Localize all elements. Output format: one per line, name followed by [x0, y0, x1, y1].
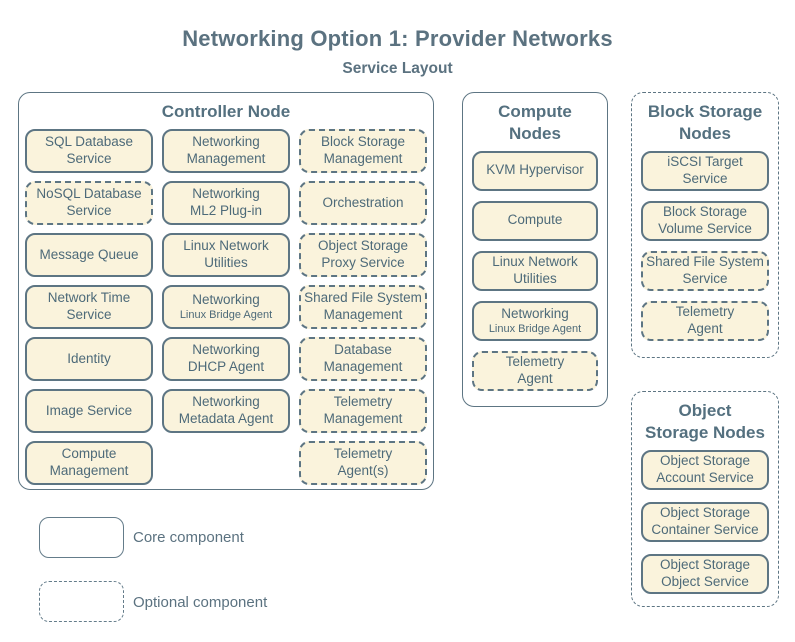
svc-object-storage-account: Object Storage Account Service — [641, 449, 769, 490]
svc-networking-ml2-plugin: Networking ML2 Plug-in — [162, 180, 290, 225]
block-storage-services-stack: iSCSI Target Service Block Storage Volum… — [632, 145, 778, 341]
service-label: Message Queue — [39, 246, 139, 262]
service-label: Telemetry Agent — [675, 304, 735, 336]
legend-core-label: Core component — [133, 529, 244, 546]
svc-nosql-database: NoSQL Database Service — [25, 180, 153, 225]
controller-column-1: SQL Database Service NoSQL Database Serv… — [25, 128, 153, 485]
svc-compute: Compute — [472, 200, 598, 241]
controller-services-grid: SQL Database Service NoSQL Database Serv… — [19, 123, 433, 485]
svc-telemetry-agent-block: Telemetry Agent — [641, 300, 769, 341]
service-label: Networking ML2 Plug-in — [189, 186, 263, 218]
service-label: Object Storage Container Service — [651, 505, 759, 537]
service-label: Telemetry Management — [323, 394, 403, 426]
service-label: Object Storage Proxy Service — [317, 238, 409, 270]
service-label: KVM Hypervisor — [486, 162, 584, 178]
service-label: Telemetry Agent — [505, 354, 565, 386]
svc-database-management: Database Management — [299, 336, 427, 381]
compute-services-stack: KVM Hypervisor Compute Linux Network Uti… — [463, 145, 607, 391]
svc-object-storage-object: Object Storage Object Service — [641, 553, 769, 594]
service-label: Networking Management — [186, 134, 266, 166]
svc-message-queue: Message Queue — [25, 232, 153, 277]
service-label: Linux Network Utilities — [183, 238, 269, 270]
svc-object-storage-container: Object Storage Container Service — [641, 501, 769, 542]
block-storage-nodes-container: Block Storage Nodes iSCSI Target Service… — [631, 92, 779, 358]
service-label: Telemetry Agent(s) — [333, 446, 393, 478]
svc-networking-linux-bridge-agent-compute: Networking Linux Bridge Agent — [472, 300, 598, 341]
service-label: Network Time Service — [47, 290, 131, 322]
object-storage-nodes-heading: Object Storage Nodes — [645, 401, 765, 442]
block-storage-nodes-heading: Block Storage Nodes — [647, 102, 763, 143]
service-label: iSCSI Target Service — [667, 154, 743, 186]
service-label: Object Storage Object Service — [659, 557, 751, 589]
svc-image-service: Image Service — [25, 388, 153, 433]
service-label: Shared File System Service — [646, 254, 764, 286]
svc-network-time: Network Time Service — [25, 284, 153, 329]
service-label: SQL Database Service — [44, 134, 134, 166]
svc-networking-metadata-agent: Networking Metadata Agent — [162, 388, 290, 433]
svc-block-storage-management: Block Storage Management — [299, 128, 427, 173]
svc-iscsi-target: iSCSI Target Service — [641, 150, 769, 191]
controller-node-heading: Controller Node — [161, 102, 291, 121]
service-label: Linux Network Utilities — [492, 254, 578, 286]
svc-sql-database: SQL Database Service — [25, 128, 153, 173]
svc-telemetry-agent-compute: Telemetry Agent — [472, 350, 598, 391]
service-label: Compute Management — [49, 446, 129, 478]
object-storage-services-stack: Object Storage Account Service Object St… — [632, 444, 778, 594]
service-label: Identity — [67, 350, 111, 366]
service-sublabel: Linux Bridge Agent — [179, 309, 273, 322]
legend-core-swatch — [39, 517, 124, 558]
service-label: NoSQL Database Service — [36, 186, 142, 218]
svc-block-storage-volume: Block Storage Volume Service — [641, 200, 769, 241]
legend-optional-label: Optional component — [133, 594, 268, 611]
controller-column-3: Block Storage Management Orchestration O… — [299, 128, 427, 485]
service-label: Object Storage Account Service — [656, 453, 754, 485]
svc-object-storage-proxy: Object Storage Proxy Service — [299, 232, 427, 277]
service-label: Networking — [192, 291, 260, 307]
diagram-title: Networking Option 1: Provider Networks — [182, 26, 613, 51]
svc-telemetry-management: Telemetry Management — [299, 388, 427, 433]
compute-nodes-container: Compute Nodes KVM Hypervisor Compute Lin… — [462, 92, 608, 407]
service-label: Compute — [507, 212, 563, 228]
object-storage-nodes-container: Object Storage Nodes Object Storage Acco… — [631, 391, 779, 607]
service-label: Database Management — [323, 342, 403, 374]
controller-column-2: Networking Management Networking ML2 Plu… — [162, 128, 290, 485]
svc-orchestration: Orchestration — [299, 180, 427, 225]
service-label: Shared File System Management — [304, 290, 422, 322]
svc-kvm-hypervisor: KVM Hypervisor — [472, 150, 598, 191]
svc-compute-management: Compute Management — [25, 440, 153, 485]
svc-shared-file-system-management: Shared File System Management — [299, 284, 427, 329]
service-label: Block Storage Volume Service — [658, 204, 752, 236]
diagram-subtitle: Service Layout — [342, 60, 453, 77]
service-label: Block Storage Management — [320, 134, 406, 166]
legend-optional-swatch — [39, 581, 124, 622]
svc-telemetry-agents: Telemetry Agent(s) — [299, 440, 427, 485]
service-label: Networking DHCP Agent — [187, 342, 265, 374]
service-label: Image Service — [45, 402, 133, 418]
controller-node-container: Controller Node SQL Database Service NoS… — [18, 92, 434, 490]
svc-networking-dhcp-agent: Networking DHCP Agent — [162, 336, 290, 381]
service-label: Networking — [501, 305, 569, 321]
svc-linux-network-utilities-compute: Linux Network Utilities — [472, 250, 598, 291]
service-label: Orchestration — [322, 194, 404, 210]
service-label: Networking Metadata Agent — [178, 394, 274, 426]
svc-shared-file-system-service: Shared File System Service — [641, 250, 769, 291]
svc-identity: Identity — [25, 336, 153, 381]
compute-nodes-heading: Compute Nodes — [498, 102, 572, 143]
svc-networking-management: Networking Management — [162, 128, 290, 173]
svc-networking-linux-bridge-agent: Networking Linux Bridge Agent — [162, 284, 290, 329]
service-sublabel: Linux Bridge Agent — [488, 323, 582, 336]
svc-linux-network-utilities: Linux Network Utilities — [162, 232, 290, 277]
